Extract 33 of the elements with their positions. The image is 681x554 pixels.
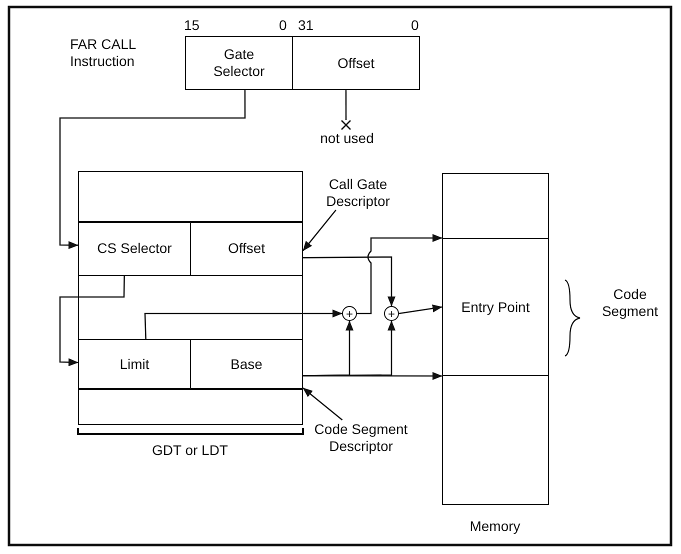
arrow [59,90,246,250]
adder-circle: + [384,306,399,321]
offset-field: Offset [293,36,420,90]
arrow [144,310,342,340]
memory-block [442,173,549,505]
arrow [303,372,442,380]
table-caption: GDT or LDT [151,442,229,459]
memory-caption: Memory [468,518,522,535]
bit-number: 0 [411,17,420,34]
memory-region: Entry Point [442,238,549,376]
brace-label: Code Segment [600,286,660,320]
leader-line [302,210,336,252]
note-text: not used [319,130,375,147]
arrow [357,234,442,314]
table-field: CS Selector [78,221,191,276]
arrow [398,304,442,314]
callout-text: Code Segment Descriptor [306,420,416,456]
bit-number: 15 [184,17,201,34]
cross-mark [341,120,351,130]
descriptor-table [78,171,303,425]
arrow [303,256,396,306]
table-field: Offset [190,221,303,276]
arrow [59,276,125,366]
table-field: Limit [78,339,191,389]
instruction-label: FAR CALL Instruction [70,36,137,70]
table-field: Base [190,339,303,389]
leader-line [302,388,343,420]
callout-text: Call Gate Descriptor [312,176,404,210]
gate-selector-field: Gate Selector [185,36,293,90]
adder-circle: + [342,306,357,321]
bit-number: 0 [279,17,288,34]
connector-line [345,90,347,120]
bit-number: 31 [298,17,315,34]
